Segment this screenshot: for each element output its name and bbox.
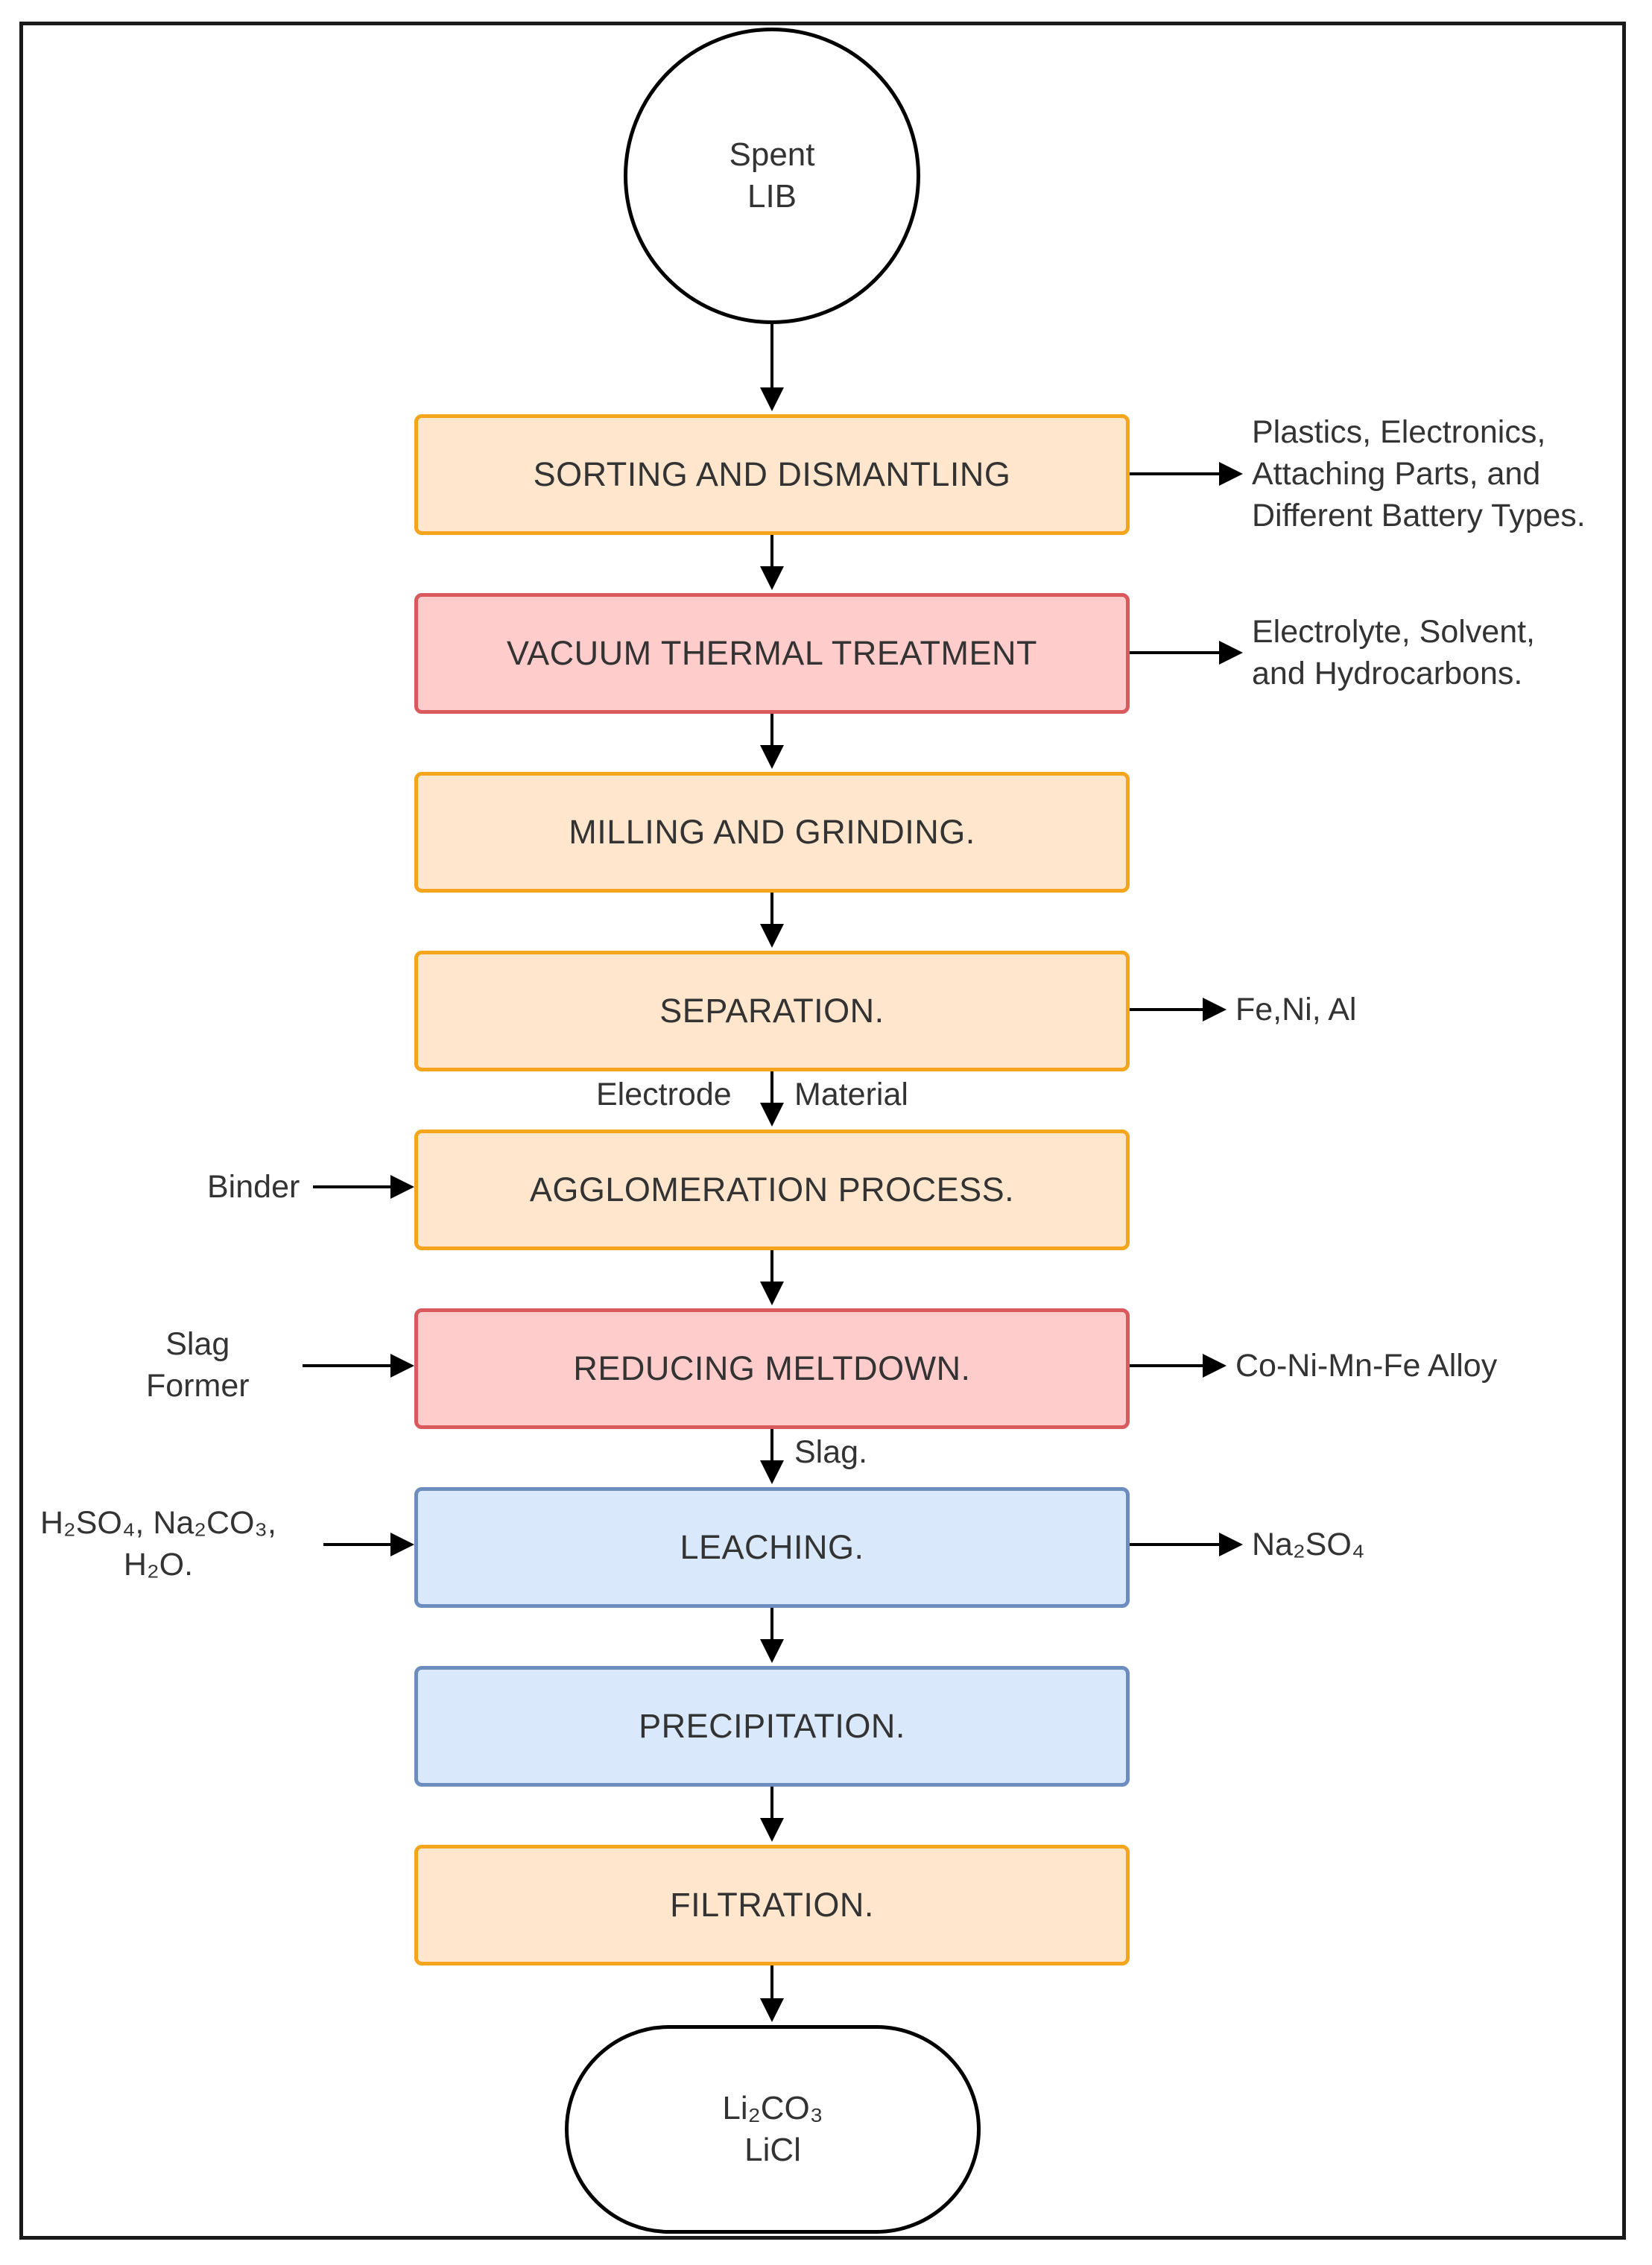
- step-milling-label: MILLING AND GRINDING.: [569, 813, 975, 851]
- end-node-line2: LiCl: [744, 2132, 801, 2168]
- output-sorting-line3: Different Battery Types.: [1252, 498, 1586, 533]
- step-leaching: LEACHING.: [414, 1487, 1130, 1608]
- input-binder: Binder: [207, 1169, 300, 1205]
- flow-label-material: Material: [794, 1077, 908, 1112]
- input-leaching-line1: H₂SO₄, Na₂CO₃,: [40, 1505, 276, 1541]
- end-node-products: Li₂CO₃ LiCl: [565, 2025, 981, 2234]
- step-agglomeration-label: AGGLOMERATION PROCESS.: [529, 1170, 1015, 1208]
- input-slag-former-line2: Former: [146, 1368, 250, 1404]
- output-sorting-line1: Plastics, Electronics,: [1252, 414, 1546, 450]
- step-sorting-label: SORTING AND DISMANTLING: [533, 455, 1011, 493]
- output-vacuum-line2: and Hydrocarbons.: [1252, 656, 1523, 691]
- step-milling-and-grinding: MILLING AND GRINDING.: [414, 772, 1130, 893]
- output-meltdown: Co-Ni-Mn-Fe Alloy: [1235, 1348, 1498, 1384]
- end-node-line1: Li₂CO₃: [722, 2090, 823, 2126]
- output-vacuum-line1: Electrolyte, Solvent,: [1252, 614, 1536, 650]
- start-node-line2: LIB: [747, 178, 797, 215]
- step-vacuum-label: VACUUM THERMAL TREATMENT: [506, 634, 1038, 672]
- step-filtration-label: FILTRATION.: [670, 1886, 874, 1924]
- input-leaching-line2: H₂O.: [123, 1547, 194, 1583]
- step-leaching-label: LEACHING.: [680, 1528, 864, 1566]
- output-separation: Fe,Ni, Al: [1235, 992, 1357, 1027]
- input-leaching-reagents: H₂SO₄, Na₂CO₃, H₂O.: [40, 1502, 276, 1586]
- step-agglomeration-process: AGGLOMERATION PROCESS.: [414, 1130, 1130, 1250]
- input-slag-former-line1: Slag: [165, 1326, 230, 1362]
- step-vacuum-thermal-treatment: VACUUM THERMAL TREATMENT: [414, 593, 1130, 714]
- flow-label-slag: Slag.: [794, 1434, 868, 1470]
- step-sorting-and-dismantling: SORTING AND DISMANTLING: [414, 414, 1130, 535]
- diagram-frame: [19, 22, 1626, 2240]
- output-vacuum: Electrolyte, Solvent, and Hydrocarbons.: [1252, 611, 1535, 694]
- output-leaching: Na₂SO₄: [1252, 1527, 1365, 1562]
- start-node-line1: Spent: [729, 136, 815, 173]
- step-separation: SEPARATION.: [414, 951, 1130, 1071]
- step-reducing-meltdown: REDUCING MELTDOWN.: [414, 1308, 1130, 1429]
- step-precipitation: PRECIPITATION.: [414, 1666, 1130, 1787]
- step-precipitation-label: PRECIPITATION.: [639, 1707, 905, 1745]
- step-separation-label: SEPARATION.: [659, 992, 884, 1030]
- output-sorting-line2: Attaching Parts, and: [1252, 456, 1541, 492]
- start-node-spent-lib: Spent LIB: [624, 28, 920, 324]
- step-meltdown-label: REDUCING MELTDOWN.: [573, 1349, 971, 1387]
- flow-label-electrode: Electrode: [596, 1077, 732, 1112]
- output-sorting: Plastics, Electronics, Attaching Parts, …: [1252, 411, 1586, 536]
- input-slag-former: Slag Former: [146, 1323, 250, 1407]
- step-filtration: FILTRATION.: [414, 1845, 1130, 1965]
